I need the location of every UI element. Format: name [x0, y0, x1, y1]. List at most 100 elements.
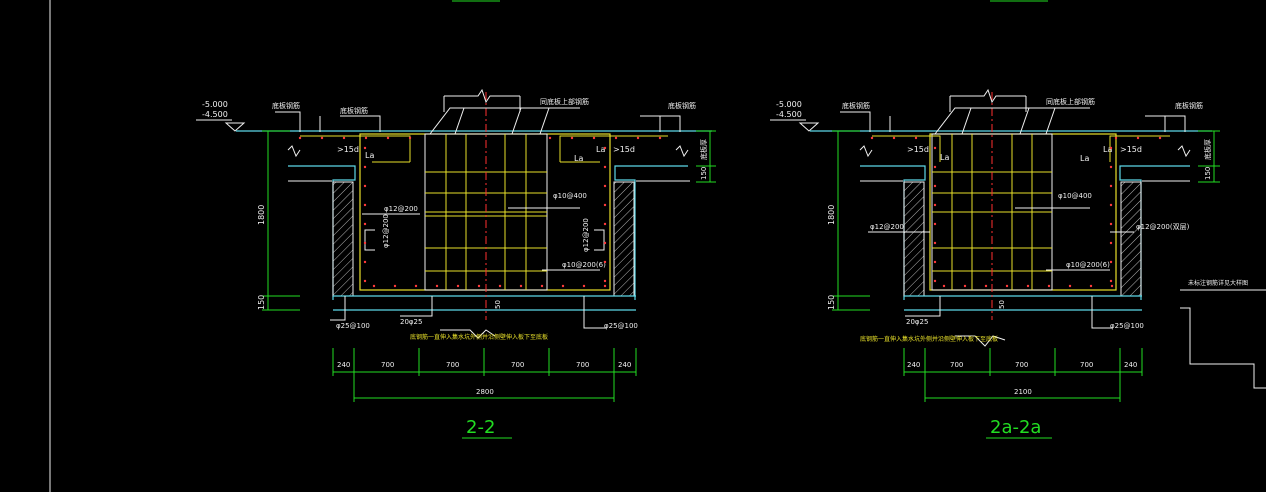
rebar-dot [1109, 279, 1113, 283]
section-2-2: -5.000 -4.500 [196, 88, 716, 439]
rebar-dot [984, 284, 988, 288]
rebar-right-upper: φ10@400 [1058, 192, 1092, 200]
dim-segment: 240 [1124, 361, 1137, 369]
rebar-dot [363, 260, 367, 264]
rebar-dot [414, 284, 418, 288]
rebar-right-bracket [594, 229, 605, 251]
slab-break-right [675, 145, 689, 158]
dim-segment: 700 [950, 361, 963, 369]
rebar-dot [456, 284, 460, 288]
rebar-dot [942, 284, 946, 288]
right-wall-hatch [613, 181, 635, 297]
dim-segment: 700 [1080, 361, 1093, 369]
left-label-leader [340, 115, 381, 132]
rebar-dot [363, 222, 367, 226]
rebar-dots [298, 136, 1162, 288]
rebar-dot [963, 284, 967, 288]
anchor-right-label: >15d [1120, 145, 1142, 154]
rebar-dot [933, 184, 937, 188]
bottom-50-label: 50 [998, 300, 1006, 309]
rebar-dot [1158, 136, 1162, 140]
rebar-dot [363, 241, 367, 245]
anchor-right-label: >15d [613, 145, 635, 154]
slab-break-right [1177, 145, 1191, 158]
dim-segment: 700 [576, 361, 589, 369]
rebar-dot [363, 279, 367, 283]
rebar-dot [933, 146, 937, 150]
bottom-note: 底钢筋一直伸入集水坑外侧并沿侧壁伸入板下至底板 [410, 333, 548, 341]
slab-break-left [287, 145, 301, 158]
rebar-dot [1047, 284, 1051, 288]
dim-1800: 1800 [827, 205, 836, 225]
rebar-dot [372, 284, 376, 288]
rebar-dot [363, 146, 367, 150]
label-left-rebar-2: 底板钢筋 [340, 106, 368, 115]
rebar-dot [933, 203, 937, 207]
rebar-dot [1109, 184, 1113, 188]
rebar-dot [408, 136, 412, 140]
dim-segment: 700 [511, 361, 524, 369]
anchor-right [559, 135, 668, 162]
rebar-dot [1068, 284, 1072, 288]
rebar-dot [892, 136, 896, 140]
bottom-note: 底钢筋一直伸入集水坑外侧并沿侧壁伸入板下至底板 [860, 335, 998, 343]
rebar-dot [1089, 284, 1093, 288]
right-wall-hatch [1120, 181, 1142, 297]
left-wall-hatch [903, 181, 925, 297]
rebar-right-upper: φ10@400 [553, 192, 587, 200]
top-leader [511, 107, 522, 135]
bottom-right-leader [583, 296, 606, 329]
label-top-rebar: 同底板上部钢筋 [540, 97, 589, 106]
la-right-label-2: La [1103, 145, 1112, 154]
level-top-label: -5.000 [202, 100, 228, 109]
top-leader [1045, 107, 1056, 135]
rebar-dot [636, 136, 640, 140]
level-bottom-label: -4.500 [776, 110, 802, 119]
rebar-dot [363, 184, 367, 188]
rebar-dot [540, 284, 544, 288]
rebar-dot [1114, 136, 1118, 140]
right-label-leader [1145, 115, 1186, 132]
rebar-dot [1110, 284, 1114, 288]
dim-right-thickness: 底板厚 [1203, 139, 1212, 160]
rebar-dot [1109, 241, 1113, 245]
top-leader [934, 107, 1090, 135]
dim-150-right: 150 [1204, 167, 1212, 180]
rebar-dot [870, 136, 874, 140]
top-leader [454, 107, 465, 135]
slab-break-left [859, 145, 873, 158]
rebar-right-vert: φ12@200 [582, 218, 590, 252]
rebar-dot [1109, 260, 1113, 264]
rebar-dot [582, 284, 586, 288]
rebar-dot [603, 241, 607, 245]
bottom-mid-leader [905, 296, 941, 317]
rebar-dot [1026, 284, 1030, 288]
bottom-right-rebar: φ25@100 [1110, 322, 1144, 330]
top-leader [961, 107, 972, 135]
dim-total: 2800 [476, 388, 494, 396]
rebar-dot [1109, 203, 1113, 207]
rebar-dot [603, 222, 607, 226]
rebar-dot [603, 203, 607, 207]
dim-1800: 1800 [257, 205, 266, 225]
la-left-label: La [365, 151, 374, 160]
rebar-dot [603, 165, 607, 169]
rebar-dot [477, 284, 481, 288]
rebar-dot [393, 284, 397, 288]
dim-150-right: 150 [700, 167, 708, 180]
rebar-dot [386, 136, 390, 140]
rebar-right-lower: φ10@200(6) [1066, 261, 1110, 269]
rebar-dot [933, 279, 937, 283]
dim-150-left: 150 [257, 295, 266, 310]
right-label-leader [640, 115, 681, 132]
dim-150-left: 150 [827, 295, 836, 310]
la-left-label: La [940, 153, 949, 162]
rebar-dot [1109, 222, 1113, 226]
label-right-rebar: 底板钢筋 [668, 101, 696, 110]
rebar-dot [570, 136, 574, 140]
top-break-symbol [950, 88, 1026, 104]
dim-segment: 700 [446, 361, 459, 369]
rebar-dot [298, 136, 302, 140]
rebar-dot [658, 136, 662, 140]
rebar-dot [603, 184, 607, 188]
